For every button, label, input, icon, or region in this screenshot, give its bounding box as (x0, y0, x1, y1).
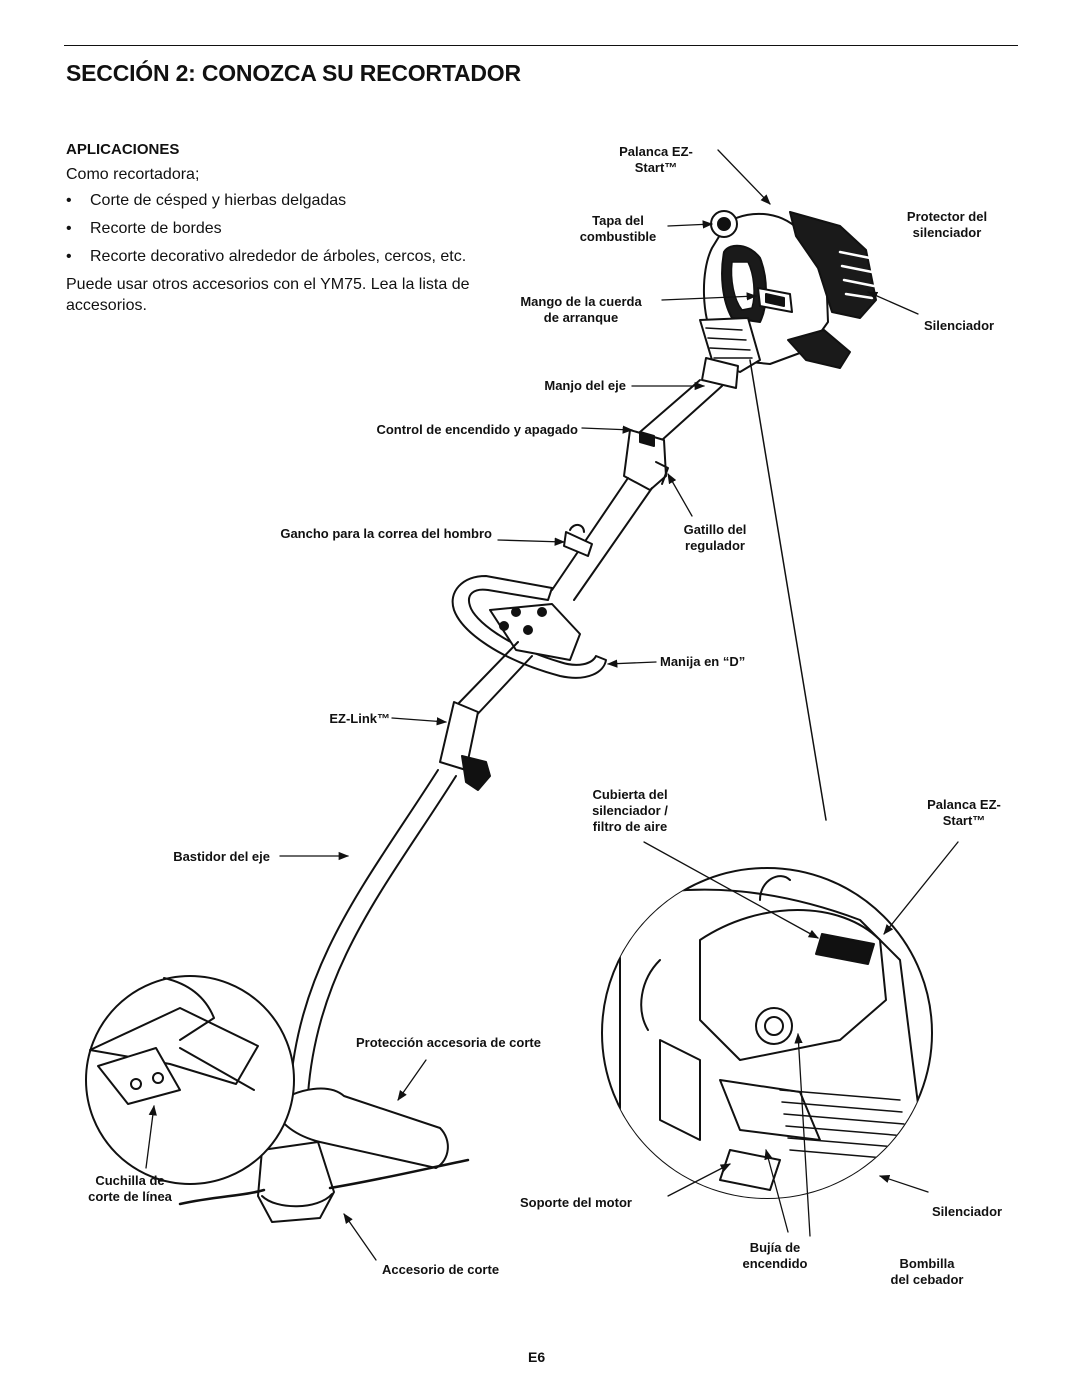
list-item: • Recorte decorativo alrededor de árboles… (66, 248, 466, 276)
label-proteccion-accesoria: Protección accesoria de corte (356, 1035, 541, 1050)
page-number: E6 (528, 1349, 546, 1365)
cutting-guard (271, 1087, 449, 1169)
label-gatillo-regulador: Gatillo del regulador (660, 522, 770, 554)
label-mango-cuerda: Mango de la cuerda de arranque (496, 294, 666, 326)
label-line: Palanca EZ- (927, 797, 1001, 812)
d-handle (451, 575, 607, 679)
upper-shaft (639, 379, 723, 441)
list-item: • Recorte de bordes (66, 220, 466, 248)
label-palanca-ez-start-top: Palanca EZ- Start™ (594, 144, 718, 176)
accessories-note: Puede usar otros accesorios con el YM75.… (66, 276, 470, 314)
label-bombilla-cebador: Bombilla del cebador (874, 1256, 980, 1288)
label-line: silenciador / (592, 803, 668, 818)
label-line: Gatillo del (683, 522, 747, 537)
label-line: Bujía de (749, 1240, 801, 1255)
label-line: Tapa del (592, 213, 644, 228)
label-line: regulador (685, 538, 745, 553)
list-item: • Corte de césped y hierbas delgadas (66, 192, 466, 220)
top-rule (64, 45, 1018, 46)
label-line: filtro de aire (592, 819, 668, 834)
bullet: • (66, 192, 72, 209)
label-cuchilla-corte: Cuchilla de corte de línea (70, 1173, 190, 1205)
label-gancho-correa: Gancho para la correa del hombro (280, 526, 492, 541)
label-accesorio-corte: Accesorio de corte (382, 1262, 500, 1277)
trimmer-head (257, 1141, 335, 1223)
label-line: del cebador (890, 1272, 964, 1287)
label-palanca-ez-start-detail: Palanca EZ- Start™ (904, 797, 1024, 829)
applications-intro: Como recortadora; (66, 166, 200, 183)
label-ez-link: EZ-Link™ (329, 711, 390, 726)
applications-list: • Corte de césped y hierbas delgadas • Rec… (66, 192, 466, 276)
label-line: silenciador (912, 225, 982, 240)
label-line: Palanca EZ- (619, 144, 693, 159)
label-tapa-combustible: Tapa del combustible (560, 213, 676, 245)
throttle-housing (623, 429, 667, 491)
applications-heading: APLICACIONES (66, 141, 180, 158)
label-control-encendido: Control de encendido y apagado (376, 422, 578, 437)
label-cubierta-silenciador: Cubierta del silenciador / filtro de air… (574, 787, 686, 835)
label-line: de arranque (543, 310, 619, 325)
label-line: Start™ (942, 813, 986, 828)
label-line: Mango de la cuerda (520, 294, 642, 309)
blade-detail-circle (85, 975, 295, 1185)
label-line: Start™ (634, 160, 678, 175)
list-item-text: Corte de césped y hierbas delgadas (90, 192, 347, 209)
engine-detail-circle (601, 867, 933, 1199)
bullet: • (66, 220, 72, 237)
label-line: corte de línea (88, 1189, 172, 1204)
leader-lines (145, 149, 959, 1261)
label-line: combustible (579, 229, 657, 244)
cutting-line (178, 1158, 470, 1206)
label-line: Protector del (906, 209, 988, 224)
label-soporte-motor: Soporte del motor (520, 1195, 632, 1210)
label-line: encendido (742, 1256, 808, 1271)
label-line: Bombilla (899, 1256, 955, 1271)
curved-shaft (289, 769, 457, 1095)
label-silenciador-top: Silenciador (924, 318, 995, 333)
list-item-text: Recorte de bordes (90, 220, 222, 237)
label-bastidor-eje: Bastidor del eje (173, 849, 270, 864)
label-line: Cuchilla de (95, 1173, 165, 1188)
label-silenciador-detail: Silenciador (932, 1204, 1003, 1219)
list-item-text: Recorte decorativo alrededor de árboles,… (90, 248, 467, 265)
detail-leader (749, 359, 827, 821)
engine-coupler (701, 357, 739, 389)
engine-housing (699, 210, 877, 373)
label-manija-d: Manija en “D” (660, 654, 746, 669)
label-bujia-encendido: Bujía de encendido (724, 1240, 826, 1272)
label-line: Cubierta del (592, 787, 668, 802)
section-title: SECCIÓN 2: CONOZCA SU RECORTADOR (66, 60, 521, 86)
label-protector-silenciador: Protector del silenciador (882, 209, 1012, 241)
label-manjo-eje: Manjo del eje (544, 378, 626, 393)
bullet: • (66, 248, 72, 265)
